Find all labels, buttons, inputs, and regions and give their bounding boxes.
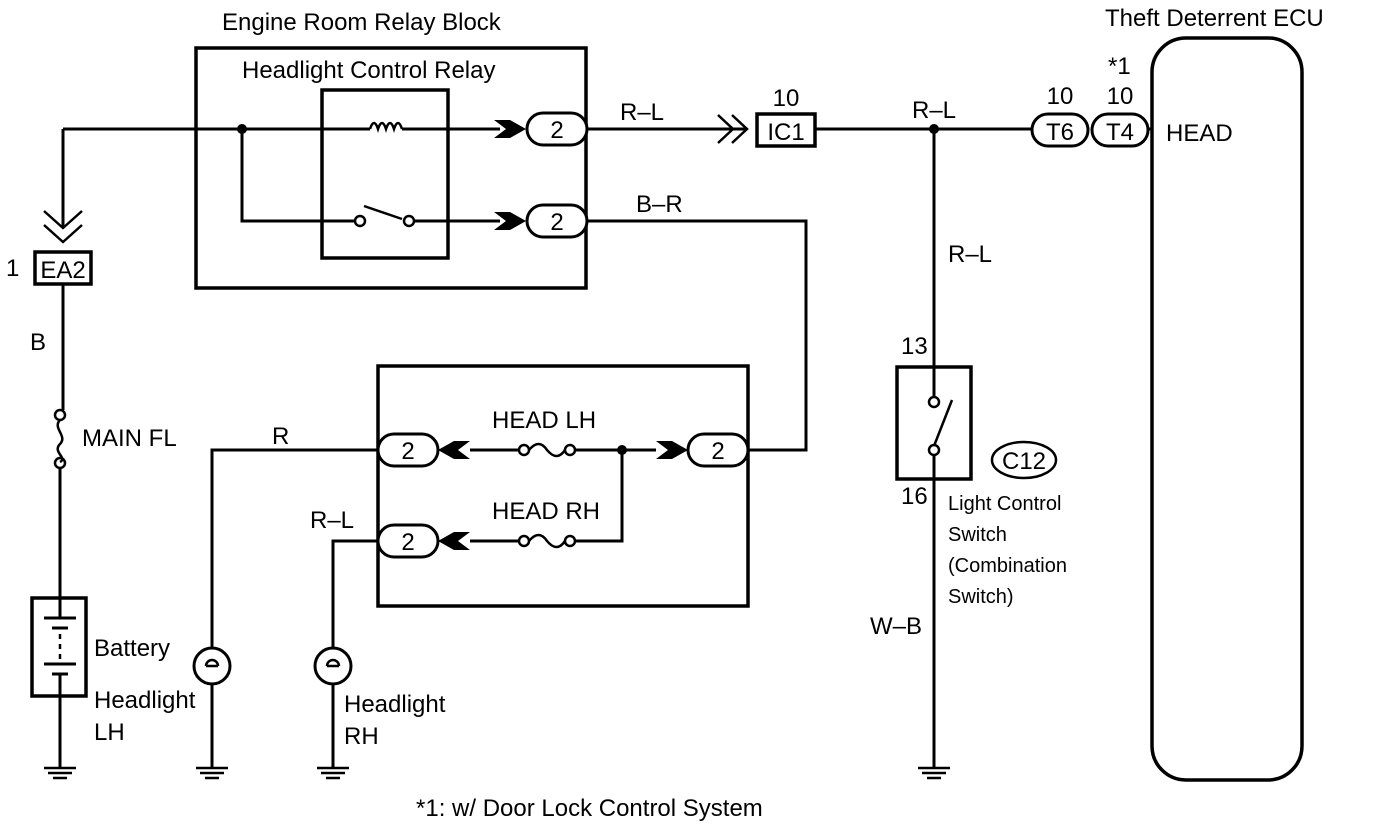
- connector-arrow-icon: [494, 120, 526, 138]
- ground-icon: [196, 766, 228, 780]
- connector-arrow-icon: [438, 532, 470, 550]
- headlight-rh-bulb-icon: [313, 646, 353, 686]
- relay-switch-arm-icon: [363, 204, 403, 221]
- t6-pin-label: 10: [1047, 83, 1074, 110]
- connector-arrow-icon: [494, 212, 526, 230]
- wire-color-label: R–L: [310, 507, 354, 534]
- main-fl-fuse-icon: [56, 419, 64, 464]
- lh-out-pin-label: 2: [401, 438, 414, 465]
- switch-pin-top-label: 13: [901, 333, 928, 360]
- connector-chevron-icon: [43, 210, 83, 230]
- head-rh-label: HEAD RH: [492, 498, 600, 525]
- ground-icon: [918, 766, 950, 780]
- fuse-terminal-icon: [53, 456, 67, 470]
- light-control-label-2: Switch: [948, 524, 1007, 546]
- footnote-marker: *1: [1108, 53, 1131, 80]
- t4-pin-label: 10: [1107, 83, 1134, 110]
- battery-cell-icon: [44, 598, 76, 696]
- wire-color-label: R–L: [948, 241, 992, 268]
- fuse-terminal-icon: [517, 534, 531, 548]
- c12-badge: [990, 440, 1058, 480]
- headlight-rh-label-1: Headlight: [344, 691, 446, 718]
- relay-switch-wire: [240, 129, 355, 223]
- connector-chevron-icon: [717, 114, 735, 144]
- fuse-terminal-icon: [517, 443, 531, 457]
- ground-icon: [317, 766, 349, 780]
- connector-chevron-icon: [43, 224, 83, 244]
- c12-label: C12: [1002, 448, 1046, 475]
- wire-color-label: R–L: [912, 97, 956, 124]
- theft-deterrent-ecu: [1150, 36, 1304, 782]
- wire-color-label: R: [272, 423, 289, 450]
- footnote-text: *1: w/ Door Lock Control System: [416, 795, 763, 822]
- engine-room-relay-block: [194, 46, 588, 290]
- t4-label: T4: [1106, 119, 1134, 146]
- connector-arrow-icon: [438, 441, 470, 459]
- headlight-lh-label-2: LH: [94, 719, 125, 746]
- relay-pin-bottom-label: 2: [550, 209, 563, 236]
- head-lh-fuse-icon: [528, 442, 567, 458]
- wire-color-label: W–B: [870, 613, 922, 640]
- light-control-label-4: Switch): [948, 586, 1014, 608]
- theft-deterrent-ecu-title: Theft Deterrent ECU: [1105, 5, 1324, 32]
- ic1-label: IC1: [767, 119, 804, 146]
- light-control-label-1: Light Control: [948, 493, 1061, 515]
- relay-contact-icon: [353, 214, 367, 228]
- ic1-pin-label: 10: [773, 85, 800, 112]
- b-r-wire: [587, 219, 808, 452]
- head-rh-wire: [575, 450, 624, 543]
- ground-icon: [44, 766, 76, 780]
- relay-contact-icon: [402, 214, 416, 228]
- headlight-lh-label-1: Headlight: [94, 687, 196, 714]
- headlight-rh-label-2: RH: [344, 723, 379, 750]
- battery-label: Battery: [94, 635, 170, 662]
- wire-color-label: B: [30, 329, 46, 356]
- relay-coil-icon: [368, 121, 404, 133]
- connector-chevron-icon: [731, 114, 749, 144]
- wire-color-label: R–L: [620, 99, 664, 126]
- light-control-label-3: (Combination: [948, 555, 1067, 577]
- switch-contact-icon: [927, 395, 941, 409]
- fuse-in-pin-label: 2: [711, 438, 724, 465]
- t6-label: T6: [1046, 119, 1074, 146]
- r-l-wire: [331, 539, 378, 648]
- fuse-terminal-icon: [563, 443, 577, 457]
- switch-pin-bottom-label: 16: [901, 483, 928, 510]
- switch-contact-icon: [927, 443, 941, 457]
- ea2-label: EA2: [40, 257, 85, 284]
- fuse-terminal-icon: [563, 534, 577, 548]
- head-rh-fuse-icon: [528, 533, 567, 549]
- wire-color-label: B–R: [636, 191, 683, 218]
- rh-out-pin-label: 2: [401, 529, 414, 556]
- headlight-control-relay: [320, 88, 450, 260]
- t6-connector: [1030, 112, 1090, 148]
- head-terminal-label: HEAD: [1166, 120, 1233, 147]
- main-fl-label: MAIN FL: [82, 425, 177, 452]
- headlight-fuse-box: [376, 364, 750, 608]
- relay-pin-top-label: 2: [550, 117, 563, 144]
- engine-room-relay-block-title: Engine Room Relay Block: [222, 9, 502, 36]
- head-lh-label: HEAD LH: [492, 407, 596, 434]
- connector-arrow-icon: [656, 441, 688, 459]
- r-wire: [210, 448, 378, 648]
- switch-arm-icon: [932, 399, 954, 447]
- headlight-lh-bulb-icon: [192, 646, 232, 686]
- fuse-terminal-icon: [53, 408, 67, 422]
- headlight-control-relay-label: Headlight Control Relay: [242, 57, 495, 84]
- ea2-pin-label: 1: [6, 255, 19, 282]
